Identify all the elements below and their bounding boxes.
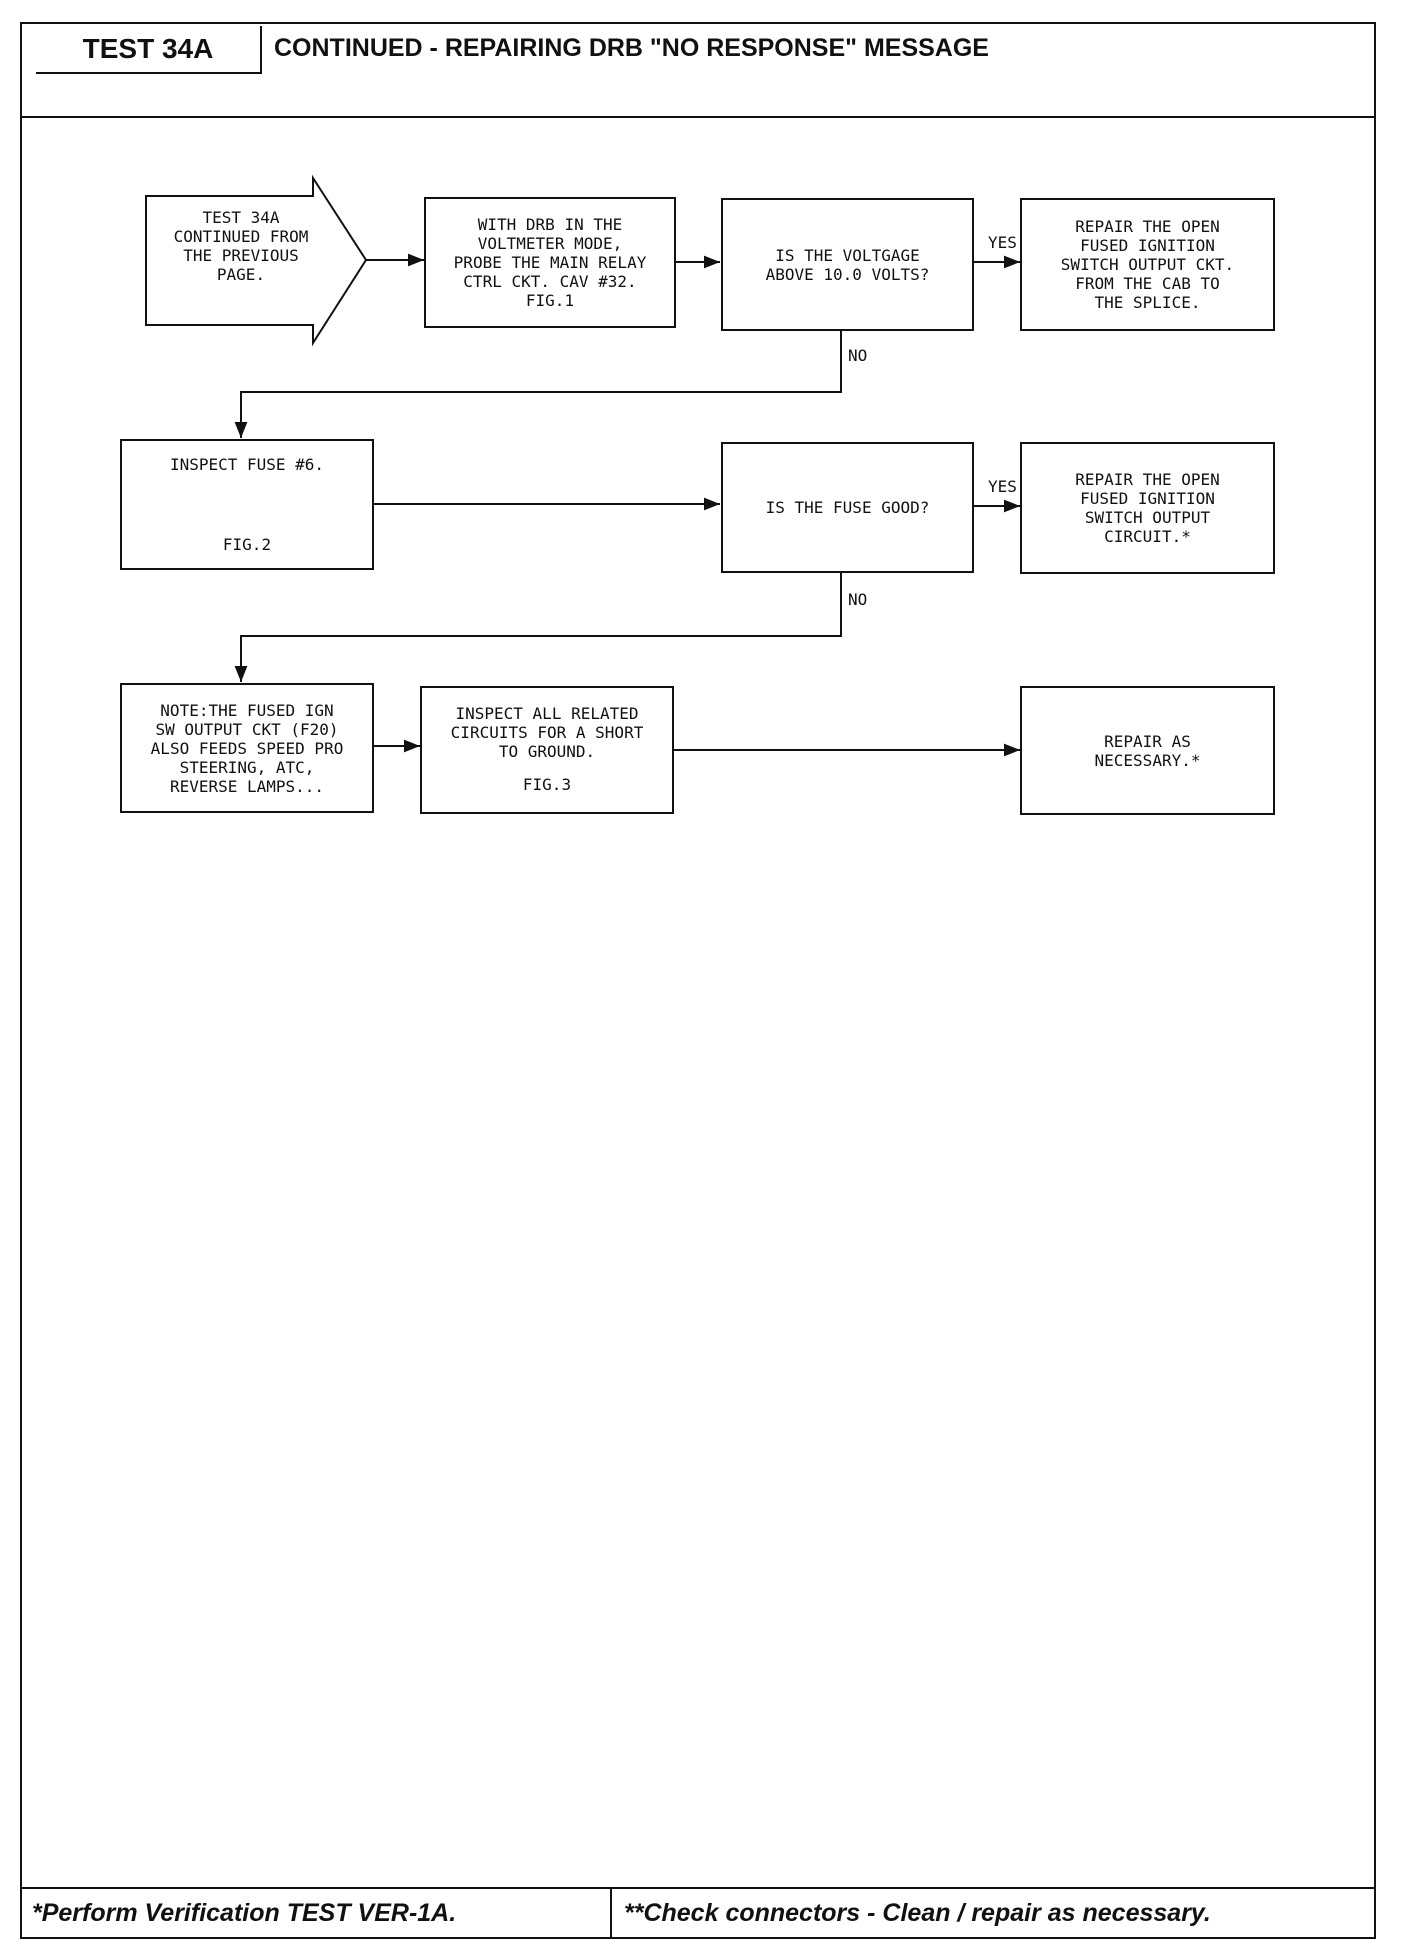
test-id: TEST 34A	[36, 26, 262, 74]
yes-label-2: YES	[988, 477, 1017, 496]
footer-bar	[20, 1887, 1376, 1939]
step-voltmeter-box: WITH DRB IN THE VOLTMETER MODE, PROBE TH…	[424, 197, 676, 328]
repair-open-circuit-box: REPAIR THE OPEN FUSED IGNITION SWITCH OU…	[1020, 442, 1275, 574]
no-label-1: NO	[848, 346, 868, 365]
note-fused-box: NOTE:THE FUSED IGN SW OUTPUT CKT (F20) A…	[120, 683, 374, 813]
inspect-fuse-box: INSPECT FUSE #6. FIG.2	[120, 439, 374, 570]
header-bar	[20, 22, 1376, 118]
connector-no-1	[234, 330, 842, 438]
repair-necessary-box: REPAIR AS NECESSARY.*	[1020, 686, 1275, 815]
start-arrow-text: TEST 34A CONTINUED FROM THE PREVIOUS PAG…	[173, 208, 309, 284]
page-title: CONTINUED - REPAIRING DRB "NO RESPONSE" …	[274, 33, 989, 62]
repair-open-splice-box: REPAIR THE OPEN FUSED IGNITION SWITCH OU…	[1020, 198, 1275, 331]
decision-fuse-box: IS THE FUSE GOOD?	[721, 442, 974, 573]
inspect-fuse-text: INSPECT FUSE #6.	[169, 455, 325, 474]
yes-label-1: YES	[988, 233, 1017, 252]
inspect-related-text: INSPECT ALL RELATED CIRCUITS FOR A SHORT…	[450, 704, 644, 761]
connector-no-2	[234, 571, 842, 682]
decision-voltage-box: IS THE VOLTGAGE ABOVE 10.0 VOLTS?	[721, 198, 974, 331]
inspect-related-fig: FIG.3	[522, 775, 572, 794]
footer-verification-note: *Perform Verification TEST VER-1A.	[32, 1898, 457, 1927]
start-arrow-shape	[145, 174, 368, 347]
inspect-fuse-fig: FIG.2	[222, 535, 272, 554]
footer-divider	[610, 1887, 612, 1939]
inspect-related-box: INSPECT ALL RELATED CIRCUITS FOR A SHORT…	[420, 686, 674, 814]
no-label-2: NO	[848, 590, 868, 609]
footer-connectors-note: **Check connectors - Clean / repair as n…	[624, 1898, 1211, 1927]
